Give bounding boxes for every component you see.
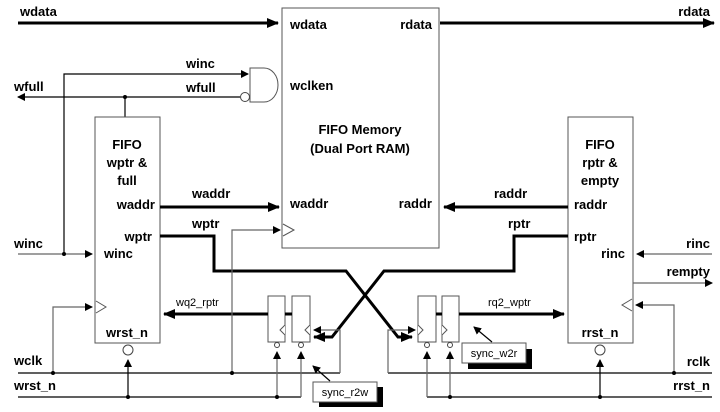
sync-w2r-callout: sync_w2r (461, 326, 532, 369)
memory-title-line1: FIFO Memory (318, 122, 402, 137)
wclk-label: wclk (13, 353, 43, 368)
winc-gate-label: winc (185, 56, 215, 71)
read-reset-bubble-icon (594, 344, 606, 356)
sync-r2w-flop-1-clock-icon (279, 324, 286, 336)
wrst-n-label: wrst_n (13, 378, 56, 393)
memory-title-line2: (Dual Port RAM) (310, 141, 410, 156)
memory-port-wdata: wdata (289, 17, 328, 32)
rptr-bus-label: rptr (508, 216, 530, 231)
junction-dot (230, 371, 234, 375)
wclk-to-memory (231, 226, 281, 373)
sync-r2w-flop-2-clock-icon (304, 324, 311, 336)
read-block-clock-icon (621, 298, 633, 312)
winc-input-label: winc (13, 236, 43, 251)
junction-dot (275, 395, 279, 399)
rempty-output-label: rempty (667, 264, 711, 279)
write-block-title-line2: wptr & (106, 155, 147, 170)
read-block-title-line1: FIFO (585, 137, 615, 152)
write-block-clock-icon (95, 300, 107, 314)
sync-r2w-callout-box (312, 381, 378, 403)
read-block-port-raddr: raddr (574, 197, 607, 212)
sync-r2w-flop-1-reset-bubble (274, 342, 280, 348)
fifo-memory-block: wdata rdata wclken FIFO Memory (Dual Por… (281, 7, 440, 249)
sync-r2w-flop-1 (267, 295, 286, 343)
wfull-output-label: wfull (13, 79, 44, 94)
sync-w2r-flop-2-reset-bubble (447, 342, 453, 348)
rdata-output-label: rdata (678, 4, 711, 19)
sync-r2w-flop-2-reset-bubble (298, 342, 304, 348)
wfull-gate-label: wfull (185, 80, 216, 95)
rclk-to-sync-w2r (387, 326, 416, 373)
read-block-title-line3: empty (581, 173, 620, 188)
wptr-bus-label: wptr (191, 216, 219, 231)
read-block-port-rrst-n: rrst_n (582, 325, 619, 340)
sync-w2r-flop-2 (441, 295, 460, 343)
write-block-box (94, 116, 161, 344)
rclk-label: rclk (687, 354, 711, 369)
read-block-title-line2: rptr & (582, 155, 617, 170)
wptr-bus (160, 234, 413, 342)
sync-w2r-callout-label: sync_w2r (471, 348, 518, 360)
sync-w2r-flop-2-clock-icon (441, 324, 448, 336)
junction-dot (598, 395, 602, 399)
waddr-bus-label: waddr (191, 186, 230, 201)
junction-dot (126, 395, 130, 399)
sync-w2r-flop-1 (417, 295, 437, 343)
sync-r2w-callout-label: sync_r2w (322, 387, 369, 399)
memory-port-waddr: waddr (289, 196, 328, 211)
wq2-rptr-label: wq2_rptr (175, 297, 219, 309)
write-pointer-full-block: FIFO wptr & full waddr wptr winc wrst_n (94, 116, 161, 356)
write-block-port-wptr: wptr (124, 229, 152, 244)
junction-dot (672, 371, 676, 375)
sync-r2w-synchronizer (267, 295, 311, 348)
and-gate-shape (249, 67, 279, 103)
sync-w2r-synchronizer (417, 295, 460, 348)
junction-dot (62, 252, 66, 256)
rrst-n-label: rrst_n (673, 378, 710, 393)
rinc-input-label: rinc (686, 236, 710, 251)
write-block-port-wrst-n: wrst_n (105, 325, 148, 340)
read-block-port-rinc: rinc (601, 246, 625, 261)
write-block-port-winc: winc (103, 246, 133, 261)
junction-dot (123, 95, 127, 99)
junction-dot (448, 395, 452, 399)
inverter-bubble-icon (240, 92, 250, 102)
write-block-title-line3: full (117, 173, 137, 188)
wdata-input-label: wdata (19, 4, 58, 19)
memory-clock-input-icon (282, 223, 296, 237)
read-block-port-rptr: rptr (574, 229, 596, 244)
sync-r2w-flop-2 (291, 295, 311, 343)
raddr-bus-label: raddr (494, 186, 527, 201)
wclk-to-write-block (52, 303, 93, 373)
sync-w2r-flop-1-reset-bubble (424, 342, 430, 348)
rclk-to-read-block (635, 301, 675, 373)
sync-w2r-pointer-arrow (473, 326, 493, 343)
memory-port-rdata: rdata (400, 17, 433, 32)
write-block-port-waddr: waddr (116, 197, 155, 212)
sync-r2w-callout: sync_r2w (312, 365, 383, 407)
memory-port-raddr: raddr (399, 196, 432, 211)
rptr-bus (313, 234, 568, 342)
write-reset-bubble-icon (122, 344, 134, 356)
read-pointer-empty-block: FIFO rptr & empty raddr rptr rinc rrst_n (567, 116, 634, 356)
fifo-memory-box (281, 7, 440, 249)
sync-w2r-callout-box (461, 342, 527, 364)
sync-r2w-pointer-arrow (312, 365, 331, 382)
winc-to-gate-wire (63, 70, 249, 254)
memory-port-wclken: wclken (289, 78, 333, 93)
wclk-to-sync-r2w (313, 326, 341, 373)
rq2-wptr-label: rq2_wptr (488, 297, 531, 309)
write-block-title-line1: FIFO (112, 137, 142, 152)
sync-w2r-flop-1-clock-icon (417, 324, 424, 336)
junction-dot (51, 371, 55, 375)
and-gate (240, 67, 279, 103)
